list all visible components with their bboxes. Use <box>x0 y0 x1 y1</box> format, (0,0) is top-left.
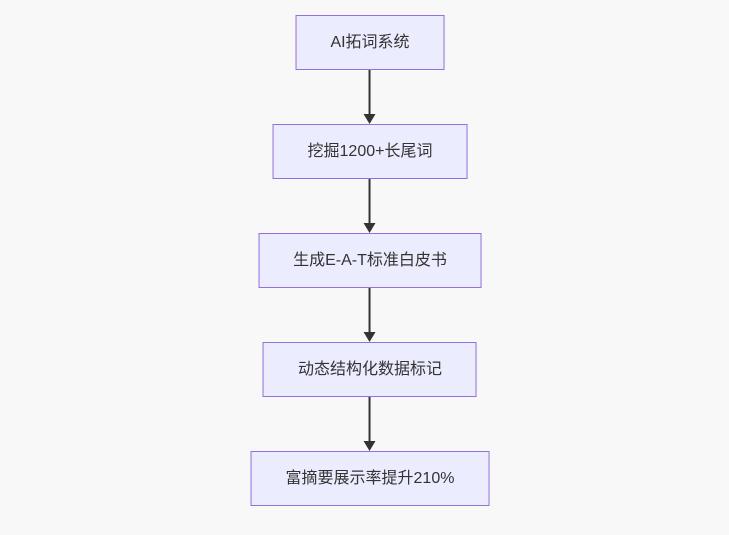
edge-arrow-2 <box>363 179 377 233</box>
arrow-line <box>369 288 371 334</box>
arrow-down-icon <box>364 223 376 233</box>
flow-node-structured-data-markup: 动态结构化数据标记 <box>262 342 477 397</box>
flowchart-column: AI拓词系统 挖掘1200+长尾词 生成E-A-T标准白皮书 动态结构化数据标记… <box>250 15 490 506</box>
arrow-line <box>369 179 371 225</box>
arrow-line <box>369 397 371 443</box>
flow-node-longtail-mining: 挖掘1200+长尾词 <box>272 124 468 179</box>
edge-arrow-3 <box>363 288 377 342</box>
flow-node-rich-snippet-uplift: 富摘要展示率提升210% <box>250 451 490 506</box>
flow-node-eat-whitepaper: 生成E-A-T标准白皮书 <box>258 233 482 288</box>
arrow-down-icon <box>364 441 376 451</box>
edge-arrow-1 <box>363 70 377 124</box>
arrow-down-icon <box>364 332 376 342</box>
arrow-line <box>369 70 371 116</box>
flow-node-ai-keyword-system: AI拓词系统 <box>295 15 445 70</box>
arrow-down-icon <box>364 114 376 124</box>
edge-arrow-4 <box>363 397 377 451</box>
